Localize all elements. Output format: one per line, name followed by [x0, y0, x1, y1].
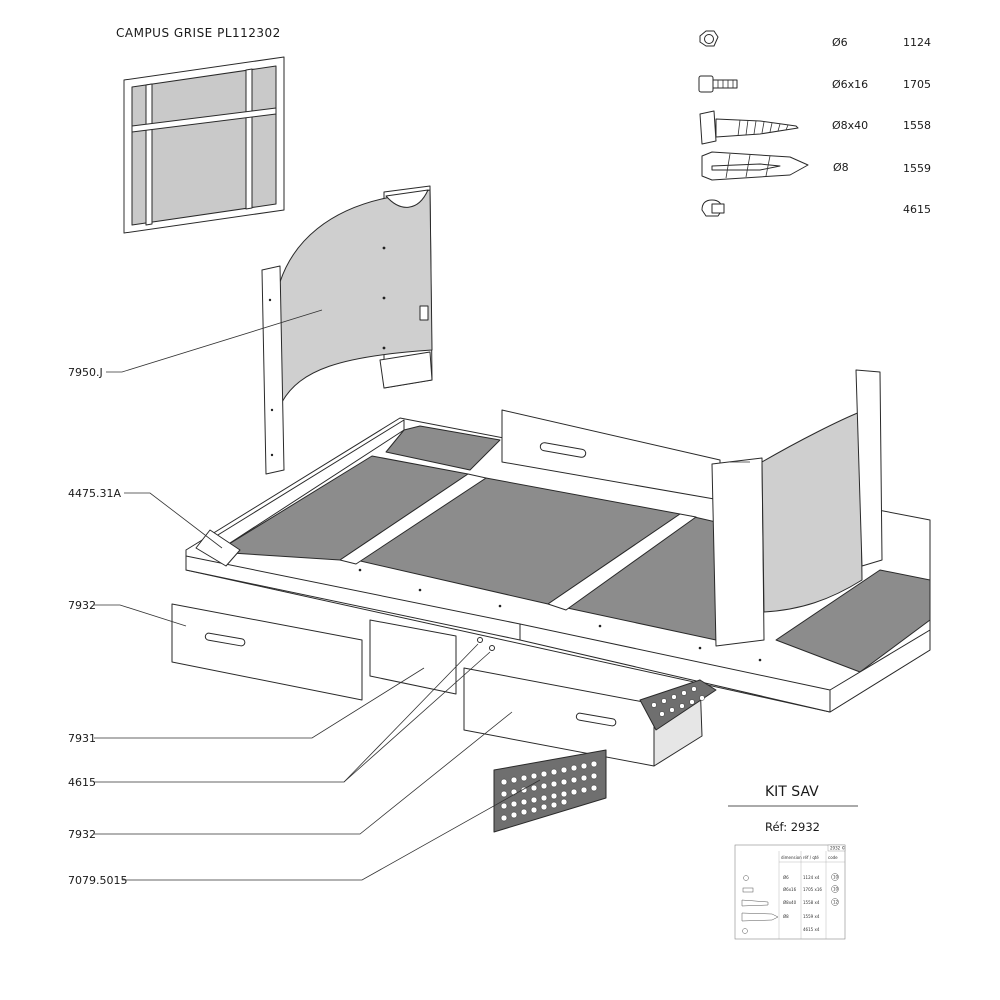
- kit-title: KIT SAV: [765, 784, 819, 800]
- hardware-ref-1: 1124: [903, 36, 931, 49]
- top-frame-panel-drawing: [123, 56, 285, 234]
- wall-plug-icon: [701, 151, 809, 181]
- knob-drawing: [477, 637, 495, 651]
- kit-row-code: 10: [833, 887, 839, 892]
- kit-row: Ø8 1559 x4: [741, 912, 820, 922]
- callouts: 7950.J 4475.31A 7932 7931 4615 7932 7079…: [68, 309, 541, 887]
- kit-thumbnail-tag: 2932 ©: [830, 846, 845, 851]
- hardware-size-1: Ø6: [832, 36, 848, 49]
- kit-row-dim: Ø6x16: [783, 887, 797, 892]
- document-title: CAMPUS GRISE PL112302: [116, 26, 281, 40]
- bed-base-frame-drawing: [185, 369, 931, 713]
- kit-row-code: 10: [833, 875, 839, 880]
- kit-row-dim: Ø6: [783, 875, 789, 880]
- curved-panel-left-drawing: [261, 185, 433, 475]
- kit-row-dim: Ø8x40: [783, 900, 797, 905]
- kit-row-code: 12: [833, 900, 839, 905]
- kit-row-qty: 1558 x4: [803, 900, 820, 905]
- hardware-size-2: Ø6x16: [832, 78, 868, 91]
- hardware-size-4: Ø8: [833, 161, 849, 174]
- foot-clip-drawing: [195, 529, 241, 567]
- kit-row: Ø6 1124 x4 10: [743, 873, 839, 881]
- callout-label-drawer-front-left: 7932: [68, 599, 96, 612]
- kit-row-qty: 1124 x4: [803, 875, 820, 880]
- hardware-size-3: Ø8x40: [832, 119, 868, 132]
- kit-sav-block: KIT SAV Réf: 2932 2932 © dimension réf /…: [728, 784, 858, 940]
- kit-thumbnail: 2932 © dimension réf / qté code Ø6 1124 …: [734, 844, 845, 940]
- grille-drawing: [493, 679, 717, 833]
- drawer-side-drawing: [369, 619, 457, 695]
- callout-label-panel: 7950.J: [68, 366, 103, 379]
- cap-icon: [701, 199, 725, 217]
- hex-bolt-icon: [698, 75, 738, 93]
- kit-ref: Réf: 2932: [765, 820, 820, 834]
- kit-row-qty: 1559 x4: [803, 914, 820, 919]
- lag-screw-icon: [699, 110, 799, 145]
- hardware-ref-2: 1705: [903, 78, 931, 91]
- callout-label-drawer-side: 7931: [68, 732, 96, 745]
- kit-header-ref: réf / qté: [803, 855, 819, 860]
- hardware-list: Ø6 1124 Ø6x16 1705 Ø8x40 1558: [698, 30, 931, 217]
- hardware-ref-5: 4615: [903, 203, 931, 216]
- kit-header-code: code: [828, 855, 838, 860]
- hardware-ref-3: 1558: [903, 119, 931, 132]
- callout-label-drawer-front-right: 7932: [68, 828, 96, 841]
- callout-label-foot-clip: 4475.31A: [68, 487, 121, 500]
- kit-row-dim: Ø8: [783, 914, 789, 919]
- kit-row-qty: 4615 x4: [803, 927, 820, 932]
- kit-row: Ø6x16 1705 x16 10: [742, 885, 839, 893]
- kit-row: 4615 x4: [742, 927, 820, 934]
- kit-row-qty: 1705 x16: [803, 887, 822, 892]
- kit-row: Ø8x40 1558 x4 12: [741, 898, 839, 907]
- callout-label-grille: 7079.5015: [68, 874, 128, 887]
- callout-label-knob: 4615: [68, 776, 96, 789]
- hardware-ref-4: 1559: [903, 162, 931, 175]
- drawer-front-left-drawing: [171, 603, 363, 701]
- kit-header-dimension: dimension: [781, 855, 802, 860]
- nut-icon: [699, 30, 719, 47]
